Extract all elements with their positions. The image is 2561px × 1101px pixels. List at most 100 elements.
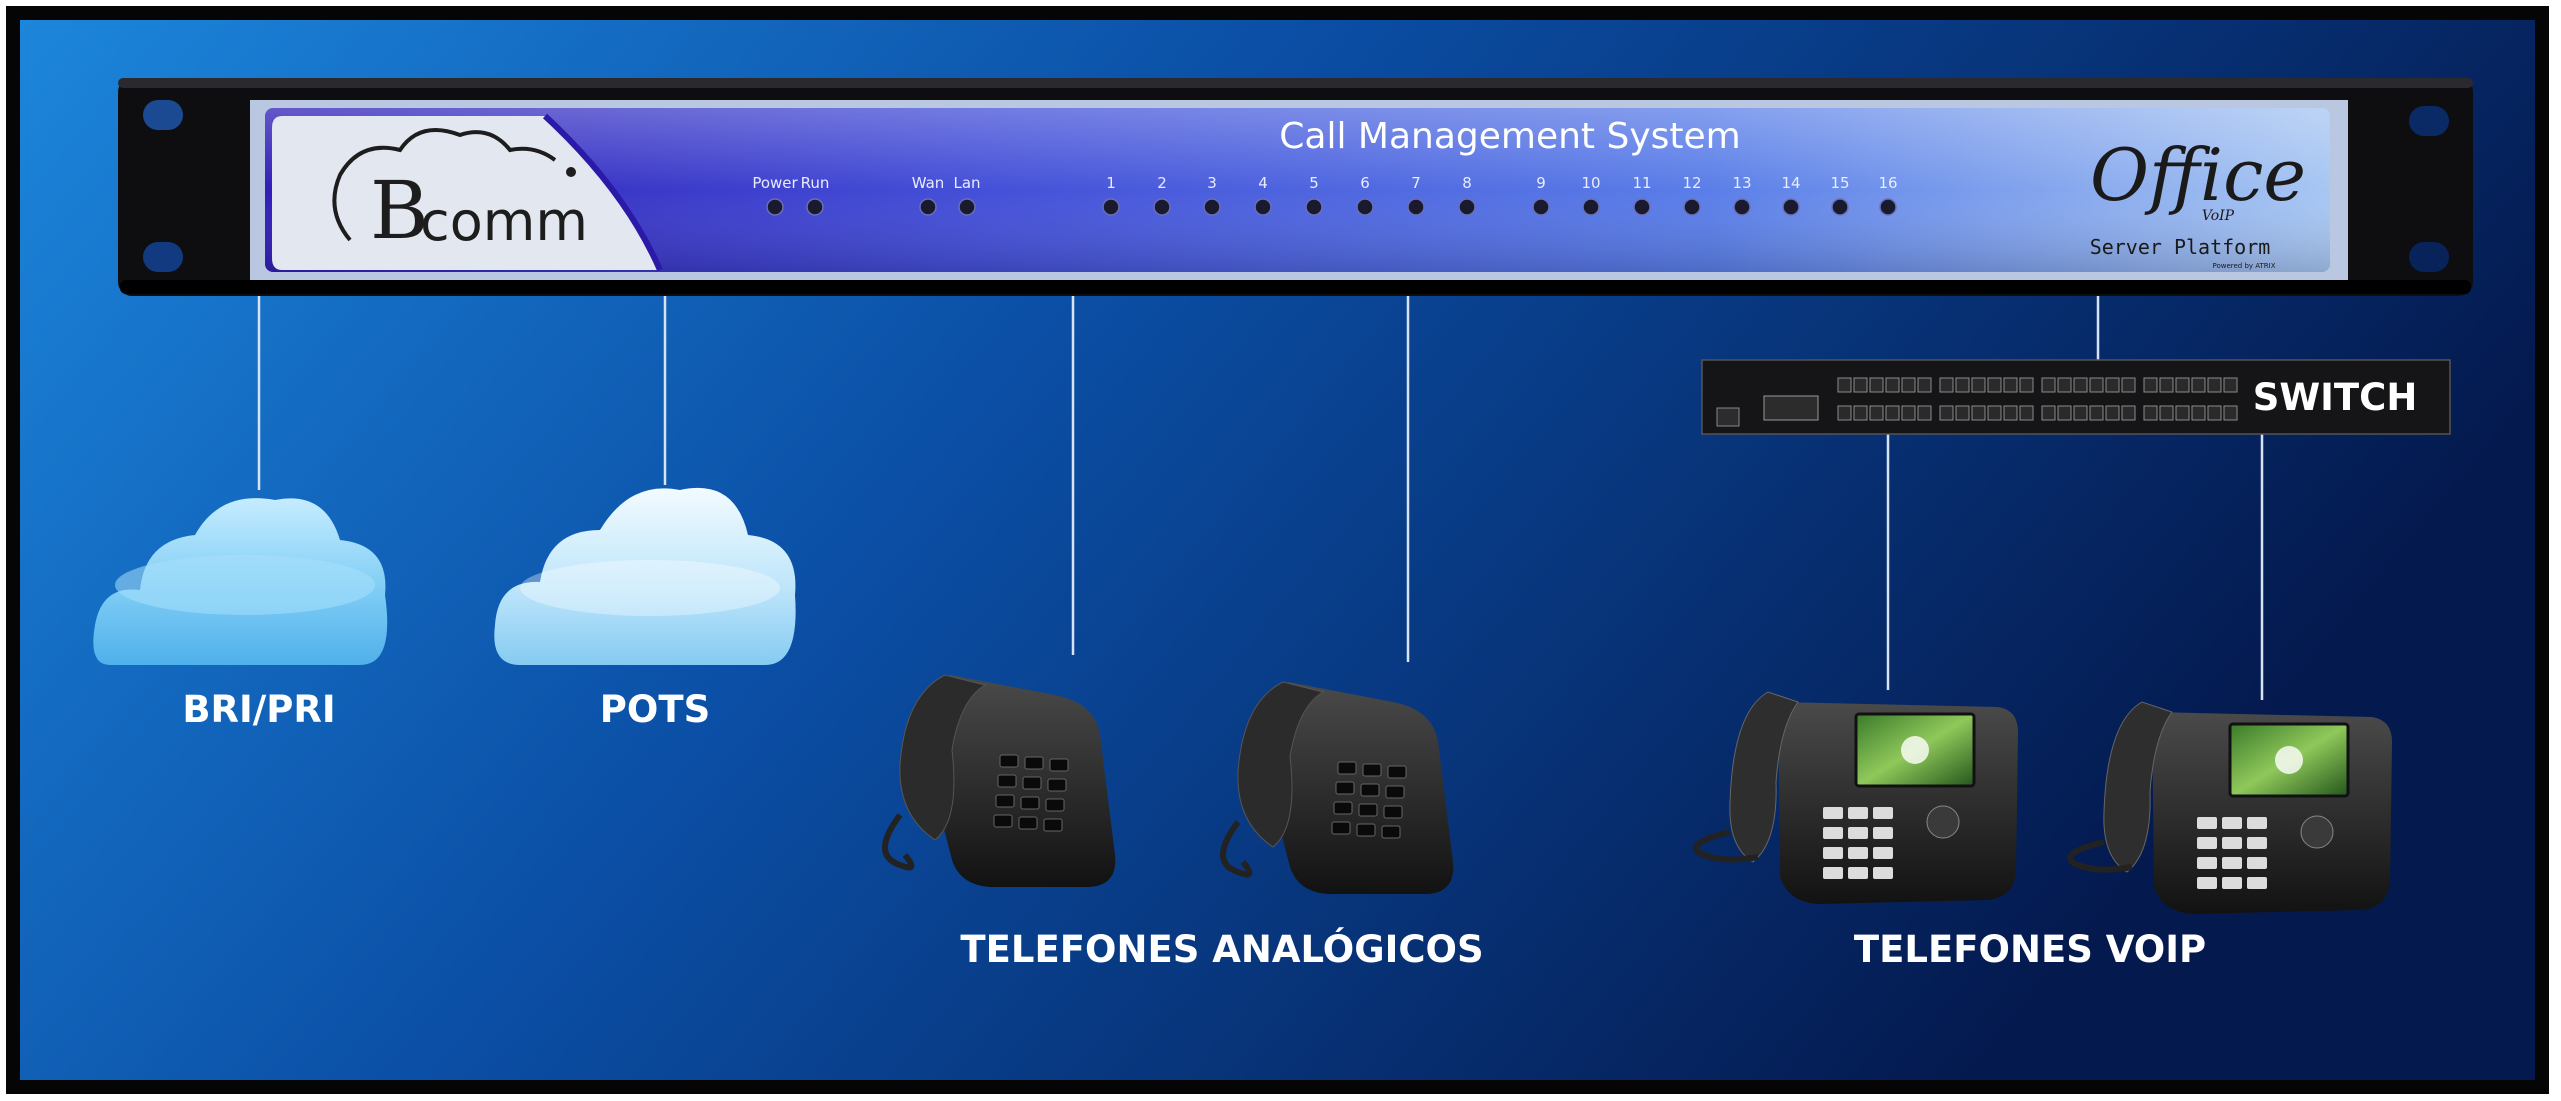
port-label-7: 7 [1411,174,1421,192]
ethernet-port-icon [1837,377,1852,393]
platform-label: Server Platform [2090,235,2271,259]
port-led-9-icon [1532,198,1550,216]
ethernet-port-icon [2057,405,2072,421]
handset-icon [1237,681,1325,848]
network-switch: SWITCH [1701,359,2451,435]
port-label-1: 1 [1106,174,1116,192]
led-label-run: Run [801,174,830,192]
ethernet-port-icon [1917,405,1932,421]
nav-pad-icon [1926,805,1960,839]
ethernet-port-icon [2175,405,2190,421]
port-label-10: 10 [1581,174,1600,192]
bcomm-logo: B comm [332,128,588,257]
ethernet-port-icon [1885,405,1900,421]
voip-phone-2 [2067,701,2392,914]
nav-pad-icon [2300,815,2334,849]
keypad-icon [1823,807,1893,879]
ethernet-port-icon [2191,377,2206,393]
port-led-5-icon [1305,198,1323,216]
ethernet-port-icon [1987,405,2002,421]
port-label-14: 14 [1781,174,1800,192]
keypad-icon [2197,817,2267,889]
ethernet-port-icon [1939,377,1954,393]
ethernet-port-icon [1955,377,1970,393]
port-label-9: 9 [1536,174,1546,192]
brand-name: Office [2090,133,2306,217]
connection-lines [257,295,2264,700]
rack-hole-icon [143,242,183,272]
cord-icon [1693,829,1759,863]
led-label-power: Power [752,174,798,192]
cord-icon [2067,839,2133,873]
port-led-12-icon [1683,198,1701,216]
ethernet-port-icon [2207,405,2222,421]
powered-by: Powered by ATRIX [2212,262,2275,270]
switch-label: SWITCH [2253,376,2418,419]
port-label-12: 12 [1682,174,1701,192]
analog-phone-2 [1220,681,1454,894]
pots-cloud-icon [494,487,796,665]
led-power-icon [766,198,784,216]
port-led-3-icon [1203,198,1221,216]
led-label-lan: Lan [953,174,980,192]
keypad-icon [1331,761,1407,839]
cord-icon [1220,820,1253,878]
ethernet-port-icon [2073,405,2088,421]
port-led-4-icon [1254,198,1272,216]
console-port-icon [1716,407,1740,427]
ethernet-port-icon [2089,377,2104,393]
ethernet-port-icon [1939,405,1954,421]
ethernet-port-icon [1853,405,1868,421]
port-label-4: 4 [1258,174,1268,192]
switch-ports [1837,377,2238,421]
label-bri-pri: BRI/PRI [182,688,335,731]
ethernet-port-icon [2121,377,2136,393]
label-analog-phones: TELEFONES ANALÓGICOS [960,927,1483,971]
label-pots: POTS [600,688,710,731]
ethernet-port-icon [2105,377,2120,393]
port-label-8: 8 [1462,174,1472,192]
port-label-11: 11 [1632,174,1651,192]
port-led-8-icon [1458,198,1476,216]
ethernet-port-icon [2159,405,2174,421]
ethernet-port-icon [2089,405,2104,421]
port-led-2-icon [1153,198,1171,216]
keypad-icon [993,754,1069,832]
port-led-7-icon [1407,198,1425,216]
ethernet-port-icon [2175,377,2190,393]
logo-initial: B [370,164,429,257]
analog-phone-1 [882,674,1116,887]
port-label-6: 6 [1360,174,1370,192]
port-led-16-icon [1879,198,1897,216]
port-led-13-icon [1733,198,1751,216]
port-label-2: 2 [1157,174,1167,192]
ethernet-port-icon [1901,377,1916,393]
handset-icon [899,674,987,841]
rack-hole-icon [2409,242,2449,272]
ethernet-port-icon [2003,377,2018,393]
ethernet-port-icon [2073,377,2088,393]
port-led-15-icon [1831,198,1849,216]
led-wan-icon [919,198,937,216]
ethernet-port-icon [2057,377,2072,393]
ethernet-port-icon [1837,405,1852,421]
ethernet-port-icon [2143,377,2158,393]
brand-voip: VoIP [2202,208,2235,224]
ethernet-port-icon [2105,405,2120,421]
port-led-14-icon [1782,198,1800,216]
ethernet-port-icon [2159,377,2174,393]
ethernet-port-icon [1955,405,1970,421]
led-run-icon [806,198,824,216]
ethernet-port-icon [2003,405,2018,421]
uplink-port-icon [1763,395,1819,421]
rack-hole-icon [143,100,183,130]
logo-area [272,116,660,270]
ethernet-port-icon [1853,377,1868,393]
port-label-5: 5 [1309,174,1319,192]
handset-icon [2103,701,2173,873]
